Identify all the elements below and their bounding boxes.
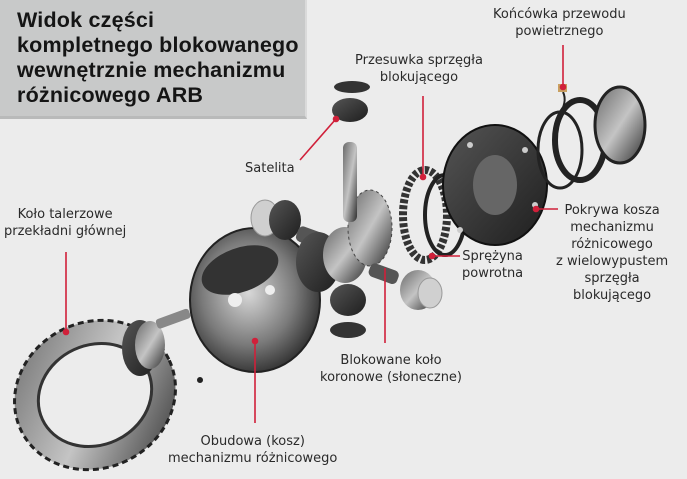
label-line: mechanizmu (570, 220, 654, 235)
leader-lines (62, 45, 567, 423)
label-line: mechanizmu różnicowego (168, 451, 338, 466)
label-line: przekładni głównej (4, 224, 127, 239)
diagram-title: Widok części kompletnego blokowanego wew… (17, 8, 307, 108)
label-line: z wielowypustem (556, 254, 669, 269)
title-box: Widok części kompletnego blokowanego wew… (0, 0, 307, 119)
label-line: Blokowane koło (340, 353, 442, 368)
label-line: powietrznego (515, 24, 604, 39)
label-line: Koło talerzowe (17, 207, 113, 222)
bearing-left-part (122, 308, 203, 383)
label-pinion-gear: Satelita (245, 160, 295, 177)
label-cover: Pokrywa kosza mechanizmu różnicowego z w… (556, 202, 668, 304)
title-line-2: kompletnego blokowanego (17, 33, 299, 57)
label-line: sprzęgła (584, 271, 640, 286)
label-line: Pokrywa kosza (564, 203, 660, 218)
bearing-right-part (536, 84, 647, 190)
label-ring-gear: Koło talerzowe przekładni głównej (4, 206, 126, 240)
label-line: Obudowa (kosz) (200, 434, 305, 449)
title-line-1: Widok części (17, 8, 155, 32)
label-line: Sprężyna (462, 249, 523, 264)
label-line: blokującego (573, 288, 652, 303)
label-line: powrotna (462, 266, 524, 281)
label-line: Satelita (245, 161, 295, 176)
label-clutch-slider: Przesuwka sprzęgła blokującego (355, 52, 483, 86)
spider-gears-part (250, 189, 443, 338)
label-air-line-fitting: Końcówka przewodu powietrznego (493, 6, 626, 40)
label-line: Przesuwka sprzęgła (355, 53, 483, 68)
cover-part (442, 124, 548, 246)
label-return-spring: Sprężyna powrotna (462, 248, 523, 282)
label-line: różnicowego (571, 237, 653, 252)
label-line: Końcówka przewodu (493, 7, 626, 22)
label-side-gear: Blokowane koło koronowe (słoneczne) (320, 352, 462, 386)
title-line-4: różnicowego ARB (17, 83, 204, 107)
label-line: blokującego (379, 70, 459, 85)
cross-shaft-part (332, 81, 370, 222)
label-housing: Obudowa (kosz) mechanizmu różnicowego (168, 433, 337, 467)
label-line: koronowe (słoneczne) (320, 370, 462, 385)
title-line-3: wewnętrznie mechanizmu (17, 58, 286, 82)
